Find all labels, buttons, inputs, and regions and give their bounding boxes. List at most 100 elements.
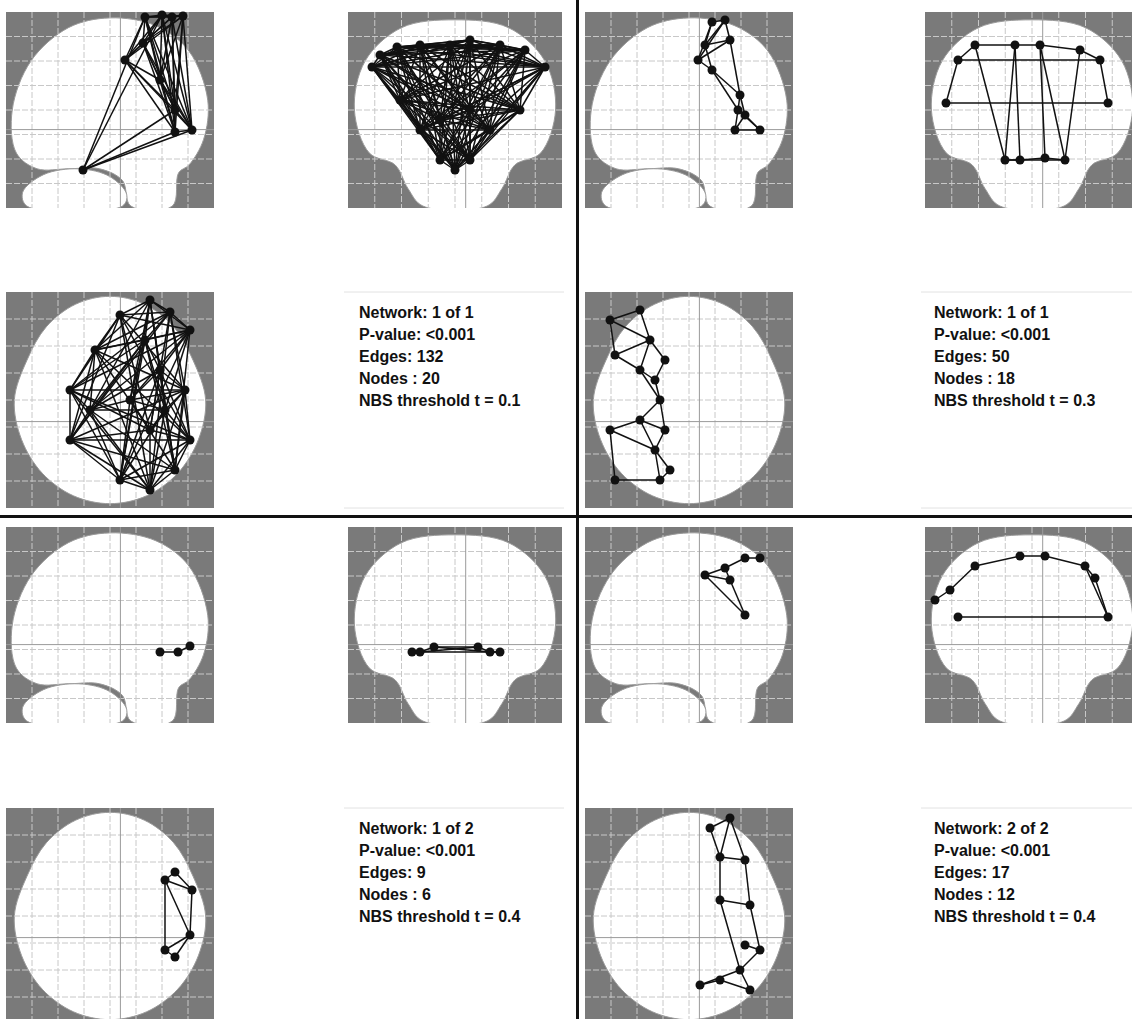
network-edge — [610, 430, 615, 480]
network-node — [79, 166, 88, 175]
network-node — [186, 642, 195, 651]
network-edge — [120, 480, 150, 490]
stat-text: Network: 2 of 2 — [932, 818, 1051, 840]
grid-line — [348, 625, 562, 626]
network — [156, 642, 195, 657]
network-edge — [439, 120, 441, 160]
network-edge — [90, 400, 130, 410]
network-node — [656, 476, 665, 485]
network-edge — [455, 110, 520, 170]
network-edge — [69, 390, 71, 440]
network-node — [741, 856, 750, 865]
network-edge — [83, 15, 162, 170]
network-edge — [975, 556, 1020, 566]
network-node — [756, 554, 765, 563]
network-node — [466, 106, 475, 115]
grid-line — [6, 183, 214, 184]
grid-line — [637, 808, 638, 1019]
grid-line — [925, 36, 1132, 37]
network-node — [516, 106, 525, 115]
network-node — [171, 106, 180, 115]
network-node — [521, 46, 530, 55]
grid-line — [585, 649, 793, 650]
network-edge — [946, 60, 958, 103]
network-node — [186, 436, 195, 445]
network-node — [139, 39, 148, 48]
crosshair — [120, 12, 121, 208]
network-edge — [95, 312, 170, 350]
network-edge — [150, 300, 190, 330]
grid-line — [188, 527, 189, 723]
frame-line — [344, 292, 564, 293]
network-edge — [946, 102, 1108, 104]
network-edge — [149, 430, 151, 490]
network-node — [486, 126, 495, 135]
network-edge — [655, 450, 660, 480]
network-node — [166, 308, 175, 317]
network-node — [416, 41, 425, 50]
network-edge — [165, 410, 190, 440]
network-edge — [455, 50, 525, 170]
grid-line — [585, 674, 793, 675]
stat-text: NBS threshold t = 0.1 — [357, 390, 522, 412]
network — [79, 11, 197, 175]
view-background — [585, 292, 793, 508]
network-node — [451, 166, 460, 175]
network — [694, 16, 765, 135]
network-node — [171, 466, 180, 475]
network-node — [1016, 156, 1025, 165]
view-background — [6, 292, 214, 508]
network-node — [1001, 156, 1010, 165]
sag-view — [6, 527, 214, 727]
crosshair — [925, 129, 1132, 130]
network-node — [726, 36, 735, 45]
network-node — [1091, 574, 1100, 583]
grid-line — [188, 292, 189, 508]
network-node — [368, 63, 377, 72]
network-node — [741, 554, 750, 563]
network-node — [116, 311, 125, 320]
network-node — [474, 643, 483, 652]
network-edge — [160, 370, 185, 390]
grid-line — [585, 454, 793, 455]
network-node — [486, 648, 495, 657]
network-edge — [610, 420, 640, 430]
network-node — [66, 386, 75, 395]
grid-line — [188, 808, 189, 1019]
grid-line — [585, 134, 793, 135]
grid-line — [1085, 527, 1086, 723]
network-node — [1041, 552, 1050, 561]
network-edge — [660, 400, 665, 430]
stat-text: P-value: <0.001 — [932, 324, 1052, 346]
network-node — [121, 56, 130, 65]
grid-line — [1112, 527, 1113, 723]
grid-line — [84, 808, 85, 1019]
network-edge — [470, 109, 520, 111]
network-node — [726, 814, 735, 823]
sag-view — [6, 12, 214, 212]
grid-line — [585, 183, 793, 184]
network-node — [942, 99, 951, 108]
grid-line — [925, 159, 1132, 160]
network-edge — [1065, 50, 1080, 160]
network-node — [156, 648, 165, 657]
grid-line — [741, 292, 742, 508]
stat-text: P-value: <0.001 — [932, 840, 1052, 862]
brain-outline — [22, 684, 127, 723]
network-node — [611, 476, 620, 485]
network-edge — [730, 818, 745, 860]
stat-text: Edges: 132 — [357, 346, 445, 368]
stat-text: Network: 1 of 1 — [932, 302, 1051, 324]
network-edge — [712, 70, 738, 110]
grid-line — [767, 808, 768, 1019]
network — [931, 552, 1113, 622]
cor-view — [348, 527, 562, 726]
grid-line — [348, 698, 562, 699]
network-edge — [640, 370, 660, 400]
cor-view — [348, 12, 562, 211]
network-edge — [70, 312, 170, 390]
network-node — [661, 356, 670, 365]
network-edge — [70, 350, 95, 390]
network-node — [436, 116, 445, 125]
crosshair — [120, 527, 121, 723]
